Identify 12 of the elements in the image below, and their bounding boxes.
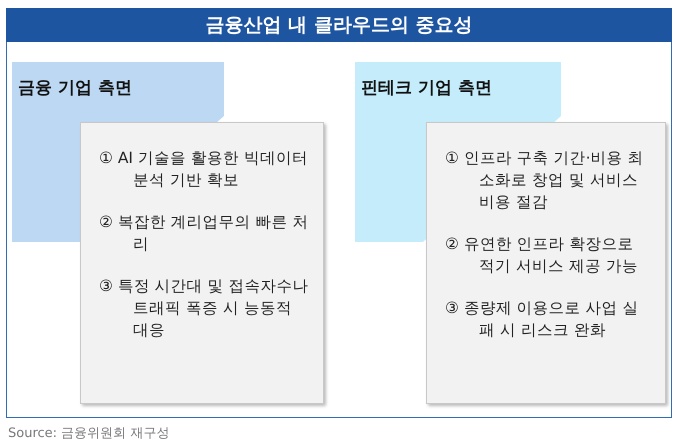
source-note: Source: 금융위원회 재구성	[8, 425, 170, 442]
list-item: ② 복잡한 계리업무의 빠른 처리	[99, 212, 309, 255]
title-bar: 금융산업 내 클라우드의 중요성	[6, 8, 672, 42]
list-item: ③ 종량제 이용으로 사업 실패 시 리스크 완화	[445, 298, 640, 341]
section-heading: 핀테크 기업 측면	[361, 77, 492, 99]
text-panel	[426, 122, 666, 404]
list-item: ① AI 기술을 활용한 빅데이터 분석 기반 확보	[99, 148, 309, 191]
section-heading: 금융 기업 측면	[18, 77, 132, 99]
text-panel	[80, 122, 324, 404]
list-item: ③ 특정 시간대 및 접속자수나 트래픽 폭증 시 능동적 대응	[99, 276, 309, 341]
list-item: ② 유연한 인프라 확장으로 적기 서비스 제공 가능	[445, 234, 639, 277]
list-item: ① 인프라 구축 기간·비용 최소화로 창업 및 서비스 비용 절감	[445, 148, 645, 213]
